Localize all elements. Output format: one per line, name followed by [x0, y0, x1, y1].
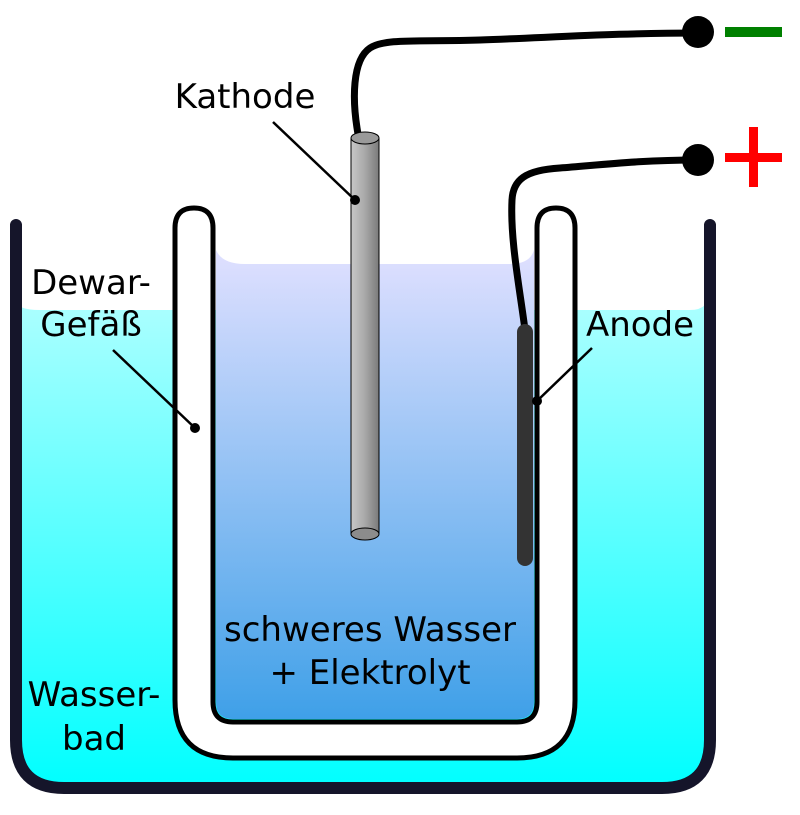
kathode-leader-line — [272, 121, 356, 201]
minus-sign-icon — [725, 27, 782, 37]
dewar-label-line1: Dewar- — [31, 263, 151, 303]
anode-wire — [508, 156, 701, 334]
anode-plate — [517, 324, 533, 566]
kathode-leader-dot — [350, 195, 360, 205]
positive-terminal — [682, 144, 714, 176]
dewar-label-line2: Gefäß — [40, 305, 142, 345]
bath-label-line1: Wasser- — [28, 675, 161, 715]
anode-label: Anode — [586, 305, 694, 345]
cathode-wire — [350, 29, 701, 138]
electrolyte-label-line2: + Elektrolyt — [269, 653, 470, 693]
plus-sign-icon — [725, 127, 782, 187]
cathode-rod — [350, 131, 380, 541]
anode-leader-dot — [532, 396, 542, 406]
dewar-leader-line — [112, 349, 196, 429]
bath-label-line2: bad — [62, 719, 126, 759]
dewar-vessel — [172, 205, 578, 761]
electrolyte-label-line1: schweres Wasser — [224, 610, 516, 650]
negative-terminal — [682, 16, 714, 48]
kathode-label: Kathode — [175, 77, 316, 117]
bath-container — [10, 219, 716, 794]
anode-leader-line — [536, 347, 593, 402]
dewar-leader-dot — [190, 423, 200, 433]
